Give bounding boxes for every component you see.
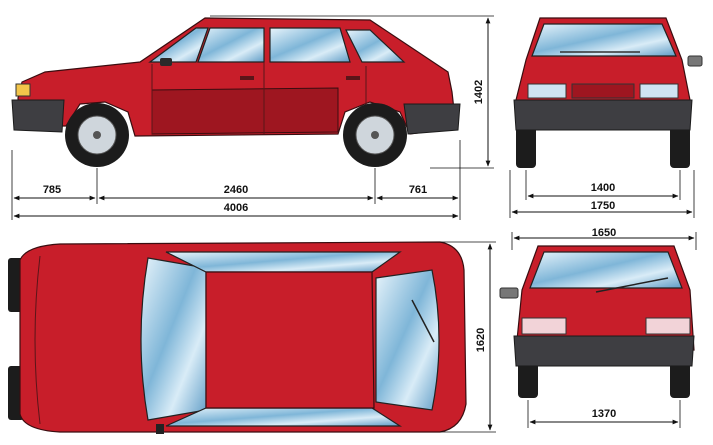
rear-dimensions: 1400 1750 xyxy=(509,170,695,218)
side-view xyxy=(11,17,461,167)
dim-rear-overhang: 761 xyxy=(409,184,427,196)
top-view-mirror xyxy=(156,424,164,434)
top-view-windshield xyxy=(140,257,207,421)
side-rear-handle xyxy=(346,76,360,80)
side-body xyxy=(17,17,457,137)
side-front-handle xyxy=(240,76,254,80)
top-dimensions: 1620 xyxy=(440,241,496,433)
dim-front-body-width: 1650 xyxy=(592,227,616,239)
dim-overall-width: 1750 xyxy=(591,200,615,212)
rear-view xyxy=(513,17,703,168)
front-dimensions: 1650 1370 xyxy=(511,227,697,428)
rear-view-right-lamp xyxy=(639,83,679,99)
side-windshield xyxy=(148,27,209,63)
side-door-band xyxy=(151,87,339,135)
dim-top-width: 1620 xyxy=(475,328,487,352)
rear-view-left-lamp xyxy=(527,83,567,99)
rear-view-plate-area xyxy=(571,83,635,99)
front-view-mirror xyxy=(499,287,519,299)
top-view xyxy=(8,241,467,434)
side-quarter-window xyxy=(345,29,406,63)
top-view-hood-crease xyxy=(34,255,41,425)
front-view-bumper xyxy=(513,335,695,367)
top-view-right-side-glass xyxy=(165,407,403,427)
rear-view-glass xyxy=(531,23,677,57)
dim-rear-track: 1400 xyxy=(591,182,615,194)
dim-height: 1402 xyxy=(473,80,485,104)
front-view-right-light xyxy=(645,317,691,335)
dim-overall-length: 4006 xyxy=(224,202,248,214)
rear-view-mirror xyxy=(687,55,703,67)
top-view-rear-window xyxy=(375,269,440,411)
side-front-window xyxy=(197,27,265,63)
dim-front-track: 1370 xyxy=(592,408,616,420)
side-rear-wheel xyxy=(343,103,407,167)
side-headlight xyxy=(15,83,31,97)
top-view-left-side-glass xyxy=(165,251,402,273)
side-mirror xyxy=(160,58,172,66)
top-view-roof xyxy=(205,271,375,409)
side-rear-bumper xyxy=(403,103,461,135)
side-dimensions: 785 2460 761 4006 1402 xyxy=(11,15,494,220)
side-rear-window xyxy=(269,27,351,63)
rear-view-bumper xyxy=(513,99,693,131)
dim-front-overhang: 785 xyxy=(43,184,61,196)
top-view-rear-wiper xyxy=(411,299,435,343)
side-front-wheel xyxy=(65,103,129,167)
front-view-left-light xyxy=(521,317,567,335)
side-front-bumper xyxy=(11,99,65,133)
front-view-wiper xyxy=(595,277,669,293)
front-view xyxy=(499,245,695,398)
dim-wheelbase: 2460 xyxy=(224,184,248,196)
front-view-windshield xyxy=(529,251,683,289)
